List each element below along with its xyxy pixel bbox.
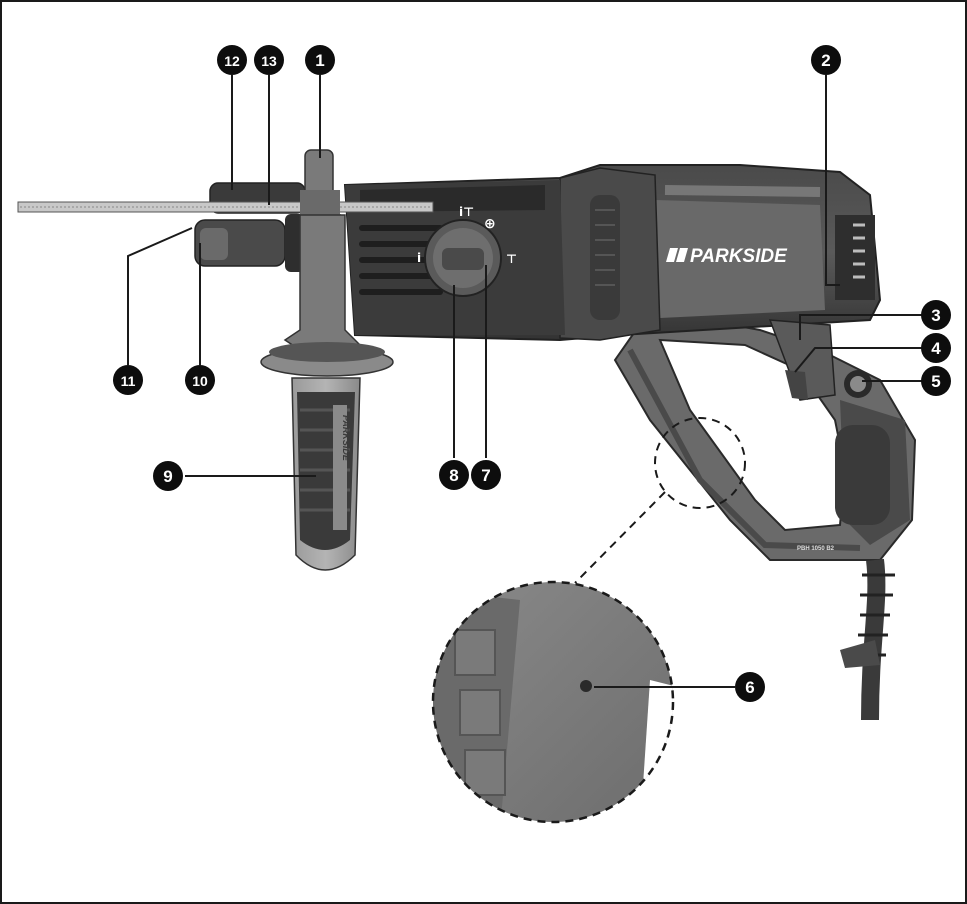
svg-text:4: 4: [931, 339, 941, 358]
mode-selector-dial: i⊤ ⊕ i ⊤: [417, 205, 517, 297]
callout-6: 6: [735, 672, 765, 702]
callout-10: 10: [185, 365, 215, 395]
callout-12: 12: [217, 45, 247, 75]
svg-text:7: 7: [481, 466, 490, 485]
callout-2: 2: [811, 45, 841, 75]
callout-1: 1: [305, 45, 335, 75]
svg-text:1: 1: [315, 51, 324, 70]
mode-symbol-chisel: ⊕: [484, 216, 496, 232]
rear-handle: PBH 1050 B2: [613, 308, 917, 561]
motor-housing: PARKSIDE: [343, 164, 882, 401]
detail-dashed-circle-small: [654, 417, 746, 509]
mode-symbol-drill: i: [417, 251, 421, 265]
power-cord: [840, 558, 895, 721]
detail-magnified-view: [431, 580, 675, 824]
mode-symbol-hammer: ⊤: [506, 252, 517, 266]
svg-text:10: 10: [192, 373, 208, 389]
callout-3: 3: [921, 300, 951, 330]
model-label: PBH 1050 B2: [797, 546, 835, 552]
callout-13: 13: [254, 45, 284, 75]
svg-text:2: 2: [821, 51, 830, 70]
svg-text:11: 11: [121, 373, 136, 389]
callout-4: 4: [921, 333, 951, 363]
svg-text:9: 9: [163, 467, 172, 486]
svg-text:12: 12: [224, 53, 240, 69]
callout-8: 8: [439, 460, 469, 490]
callout-7: 7: [471, 460, 501, 490]
svg-text:13: 13: [261, 53, 277, 69]
detail-connector-lines: [574, 491, 666, 584]
svg-text:8: 8: [449, 466, 458, 485]
svg-text:5: 5: [931, 372, 940, 391]
callout-11: 11: [113, 365, 143, 395]
brand-logo: PARKSIDE: [690, 246, 788, 267]
mode-symbol-chisel-drill: i⊤: [459, 205, 474, 219]
leader-lines: [127, 75, 922, 688]
callout-9: 9: [153, 461, 183, 491]
svg-text:6: 6: [745, 678, 754, 697]
svg-text:3: 3: [931, 306, 940, 325]
handle-brand-lettering: PARKSIDE: [341, 415, 351, 462]
callout-5: 5: [921, 366, 951, 396]
auxiliary-handle: PARKSIDE: [260, 214, 394, 571]
depth-stop-rod: [17, 201, 434, 213]
